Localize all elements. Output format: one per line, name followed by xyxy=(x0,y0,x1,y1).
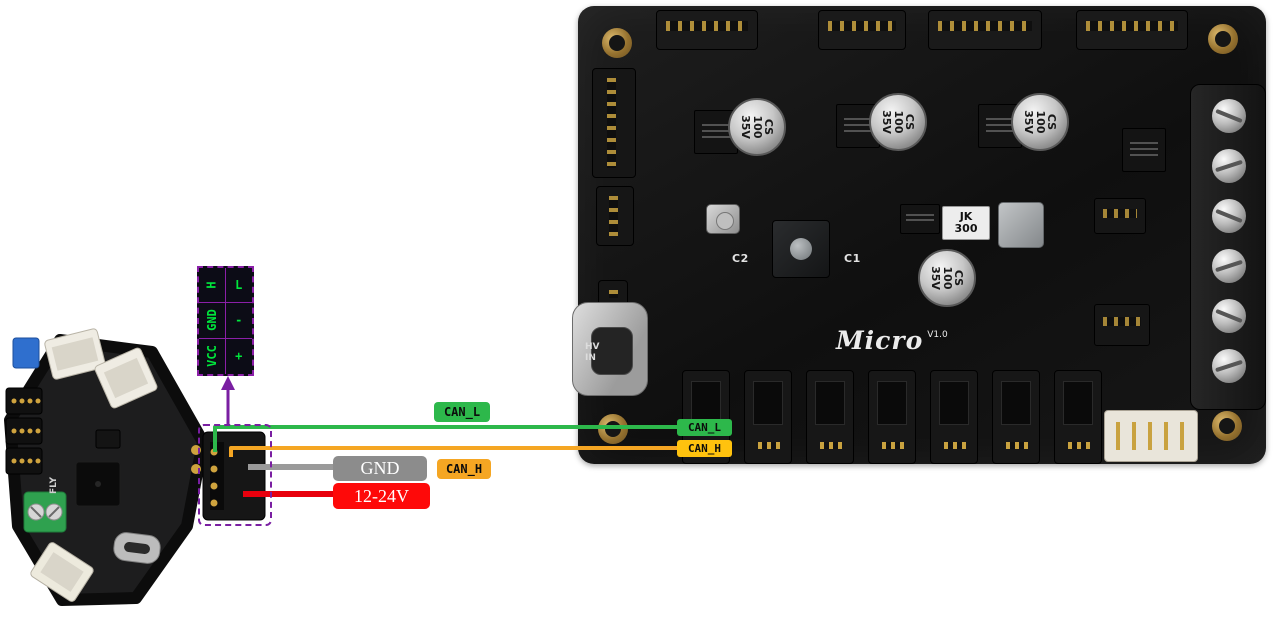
hv-in-silkscreen: HV IN xyxy=(585,342,600,365)
regulator-chip xyxy=(900,204,940,234)
bottom-connector xyxy=(806,370,854,464)
mounting-hole xyxy=(598,414,628,444)
terminal-screw xyxy=(1212,299,1246,333)
toolhead-logo: FLY xyxy=(49,477,59,494)
gnd-wire-badge: GND xyxy=(333,456,427,481)
terminal-screw xyxy=(1212,349,1246,383)
board-version: V1.0 xyxy=(927,330,948,340)
terminal-screw xyxy=(1212,99,1246,133)
pinout-cell: VCC xyxy=(199,338,226,374)
blue-connector xyxy=(12,337,40,369)
top-connector xyxy=(656,10,758,50)
screw-terminal-block xyxy=(1190,84,1266,410)
terminal-screw xyxy=(1212,249,1246,283)
can-h-wire-badge: CAN_H xyxy=(437,459,491,479)
hv-label: HV xyxy=(585,342,600,352)
pinout-cell: H xyxy=(199,268,226,304)
green-terminal-block xyxy=(23,491,67,533)
pinout-cell: L xyxy=(225,268,252,304)
can-l-wire-badge: CAN_L xyxy=(434,402,490,422)
mcu-chip xyxy=(772,220,830,278)
connector-pin xyxy=(210,499,218,507)
connector-pin xyxy=(210,482,218,490)
pin-l-label: L xyxy=(235,278,243,293)
pin-minus-label: - xyxy=(235,313,243,328)
bottom-connector xyxy=(930,370,978,464)
board-can-l-label: CAN_L xyxy=(677,419,732,436)
usb-c-port xyxy=(572,302,648,396)
bottom-connector xyxy=(992,370,1040,464)
pin-h-label: H xyxy=(204,281,219,289)
bottom-connector xyxy=(744,370,792,464)
silkscreen-c2: C2 xyxy=(732,252,749,265)
jst-connector xyxy=(30,542,94,602)
pin-header xyxy=(5,417,43,445)
usb-c-port xyxy=(113,532,161,564)
mounting-hole xyxy=(602,28,632,58)
power-wire-badge: 12-24V xyxy=(333,483,430,509)
chip-dot xyxy=(95,481,101,487)
inductor xyxy=(998,202,1044,248)
annotation-dashed-box xyxy=(198,424,272,526)
mounting-hole xyxy=(1212,411,1242,441)
board-brand: Micro V1.0 xyxy=(836,326,948,355)
can-pinout-legend: H L GND - VCC + xyxy=(197,266,254,376)
aux-connector xyxy=(1094,198,1146,234)
jk-component: JK 300 xyxy=(942,206,990,240)
pin-gnd-label: GND xyxy=(204,309,219,332)
top-connector xyxy=(928,10,1042,50)
terminal-screw xyxy=(1212,199,1246,233)
bottom-connector xyxy=(868,370,916,464)
small-chip xyxy=(95,429,121,449)
side-connector xyxy=(592,68,636,178)
pinout-cell: - xyxy=(225,303,252,339)
connector-pin xyxy=(210,465,218,473)
jst-connector xyxy=(44,328,106,380)
chip-logo-icon xyxy=(790,238,812,260)
jk-label: JK xyxy=(959,209,973,223)
board-can-h-label: CAN_H xyxy=(677,440,732,457)
stepper-driver-chip xyxy=(1122,128,1166,172)
silkscreen-c1: C1 xyxy=(844,252,861,265)
pin-header xyxy=(5,447,43,475)
board-name: Micro xyxy=(836,326,924,355)
pin-plus-label: + xyxy=(235,349,243,364)
top-connector xyxy=(818,10,906,50)
pin-vcc-label: VCC xyxy=(204,345,219,368)
boot-button xyxy=(706,204,740,234)
top-connector xyxy=(1076,10,1188,50)
aux-connector xyxy=(1094,304,1150,346)
jst-connector xyxy=(94,347,158,409)
pinout-cell: GND xyxy=(199,303,226,339)
pinout-cell: + xyxy=(226,339,253,374)
jst-connector xyxy=(1104,410,1198,462)
connector-slot xyxy=(210,442,224,510)
side-connector xyxy=(596,186,634,246)
bottom-connector xyxy=(1054,370,1102,464)
in-label: IN xyxy=(585,353,596,364)
terminal-screw xyxy=(1212,149,1246,183)
mounting-hole xyxy=(1208,24,1238,54)
pin-header xyxy=(5,387,43,415)
jk-value: 300 xyxy=(954,222,978,235)
